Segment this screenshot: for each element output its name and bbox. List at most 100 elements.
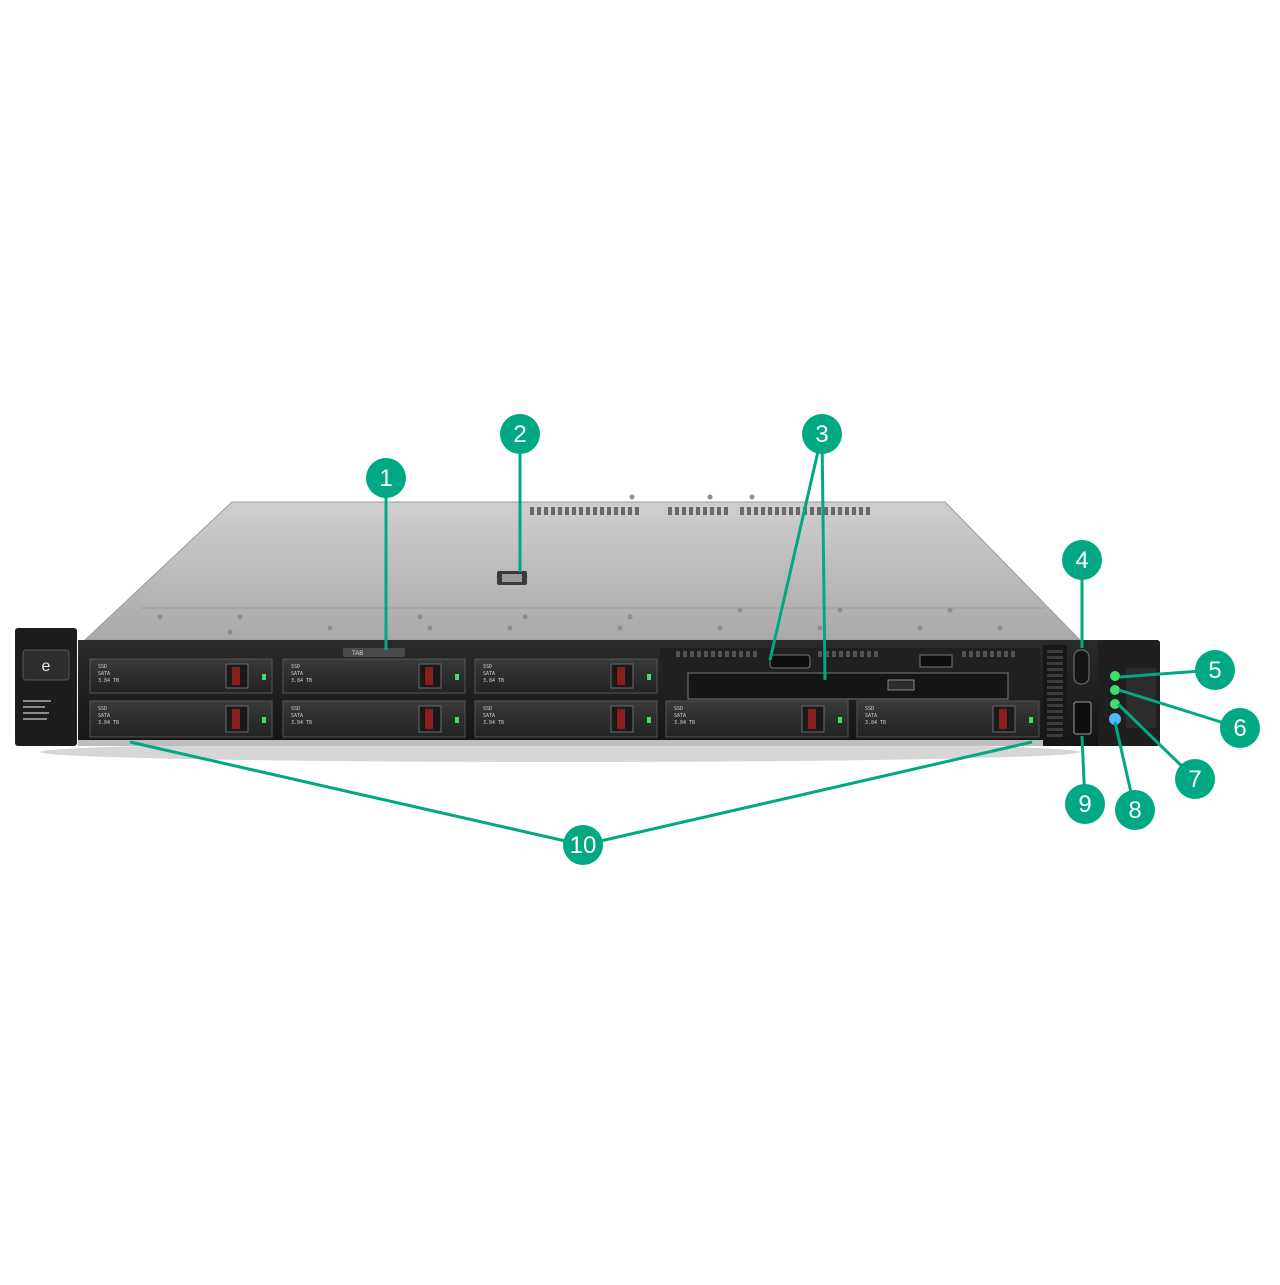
lid-vent-slot [530, 507, 534, 515]
lid-screw [707, 494, 713, 500]
left-ear-info [23, 700, 51, 720]
lid-vent-slot [558, 507, 562, 515]
lid-vent-slot [682, 507, 686, 515]
callout-leader-line [820, 433, 827, 681]
callout-1: 1 [366, 458, 406, 498]
lid-screw [947, 607, 953, 613]
lid-vent-slot [740, 507, 744, 515]
pull-tab-label: TAB [352, 651, 363, 657]
callout-number: 3 [815, 421, 828, 448]
health-led [1110, 671, 1120, 681]
drive-label-text: SSD [483, 706, 492, 712]
media-vent-slot [874, 651, 878, 657]
callout-5: 5 [1195, 650, 1235, 690]
lid-vent-slot [789, 507, 793, 515]
drive-activity-led [647, 674, 651, 680]
front-usb-ear-port[interactable] [1073, 701, 1092, 735]
media-vent-slot [832, 651, 836, 657]
drive-label-text: 3.84 TB [98, 678, 119, 684]
callout-number: 5 [1208, 657, 1221, 684]
callout-badge [1195, 650, 1235, 690]
media-vent-slot [697, 651, 701, 657]
power-button[interactable] [1073, 649, 1090, 685]
callout-badge [563, 825, 603, 865]
chassis-lid [83, 501, 1082, 641]
drive-release-tab[interactable] [999, 709, 1007, 729]
media-vent-slot [846, 651, 850, 657]
callout-number: 10 [570, 832, 597, 859]
lid-vent-slot [824, 507, 828, 515]
front-usb-port[interactable] [919, 654, 953, 668]
drive-label-text: SSD [865, 706, 874, 712]
lid-vent-slot [572, 507, 576, 515]
callout-badge [1220, 708, 1260, 748]
drive-label-text: 3.84 TB [291, 720, 312, 726]
drive-label-text: SATA [483, 671, 495, 677]
drive-label-text: 3.84 TB [98, 720, 119, 726]
lid-vent-slot [614, 507, 618, 515]
lid-vent-slot [621, 507, 625, 515]
media-vent-slot [704, 651, 708, 657]
lid-screw [417, 614, 423, 620]
media-vent-slot [839, 651, 843, 657]
callout-badge [1115, 790, 1155, 830]
drive-activity-led [1029, 717, 1033, 723]
lid-screw [817, 625, 823, 631]
drive-label-text: SSD [483, 664, 492, 670]
lid-vent-slot [593, 507, 597, 515]
lid-vent-slot [696, 507, 700, 515]
callout-leader-line [1118, 688, 1241, 730]
callout-number: 7 [1188, 766, 1201, 793]
media-vent-slot [711, 651, 715, 657]
displayport[interactable] [769, 654, 811, 669]
drive-label-text: SATA [483, 713, 495, 719]
media-vent-slot [718, 651, 722, 657]
media-vent-slot [690, 651, 694, 657]
lid-vent-slot [859, 507, 863, 515]
media-vent-slot [732, 651, 736, 657]
callout-badge [1065, 784, 1105, 824]
media-vent-slot [997, 651, 1001, 657]
lid-vent-slot [796, 507, 800, 515]
lid-screws [157, 494, 1003, 635]
callout-leader-line [582, 740, 1033, 847]
pull-tab[interactable] [343, 648, 405, 657]
grille-slot [1047, 704, 1063, 707]
lid-vent-slot [761, 507, 765, 515]
drive-label-text: SSD [291, 664, 300, 670]
lid-vent-slot [717, 507, 721, 515]
drive-activity-led [838, 717, 842, 723]
grille-slot [1047, 734, 1063, 737]
media-vent-slot [990, 651, 994, 657]
drive-release-tab[interactable] [808, 709, 816, 729]
drive-release-tab[interactable] [425, 709, 433, 729]
optical-eject-button[interactable] [887, 679, 915, 691]
drive-release-tab[interactable] [617, 709, 625, 729]
drive-release-tab[interactable] [232, 667, 240, 685]
drive-activity-led [262, 674, 266, 680]
callout-number: 8 [1128, 797, 1141, 824]
media-vent-slot [725, 651, 729, 657]
media-vent-slot [860, 651, 864, 657]
grille-slot [1047, 716, 1063, 719]
drive-release-tab[interactable] [232, 709, 240, 729]
drive-label-text: SATA [98, 671, 110, 677]
media-vent-slot [746, 651, 750, 657]
grille-slot [1047, 698, 1063, 701]
callout-2: 2 [500, 414, 540, 454]
optical-drive[interactable] [687, 672, 1009, 700]
drive-release-tab[interactable] [617, 667, 625, 685]
drive-release-tab[interactable] [425, 667, 433, 685]
lid-vent-slot [537, 507, 541, 515]
chassis-shadow [40, 742, 1080, 762]
grille-slot [1047, 662, 1063, 665]
